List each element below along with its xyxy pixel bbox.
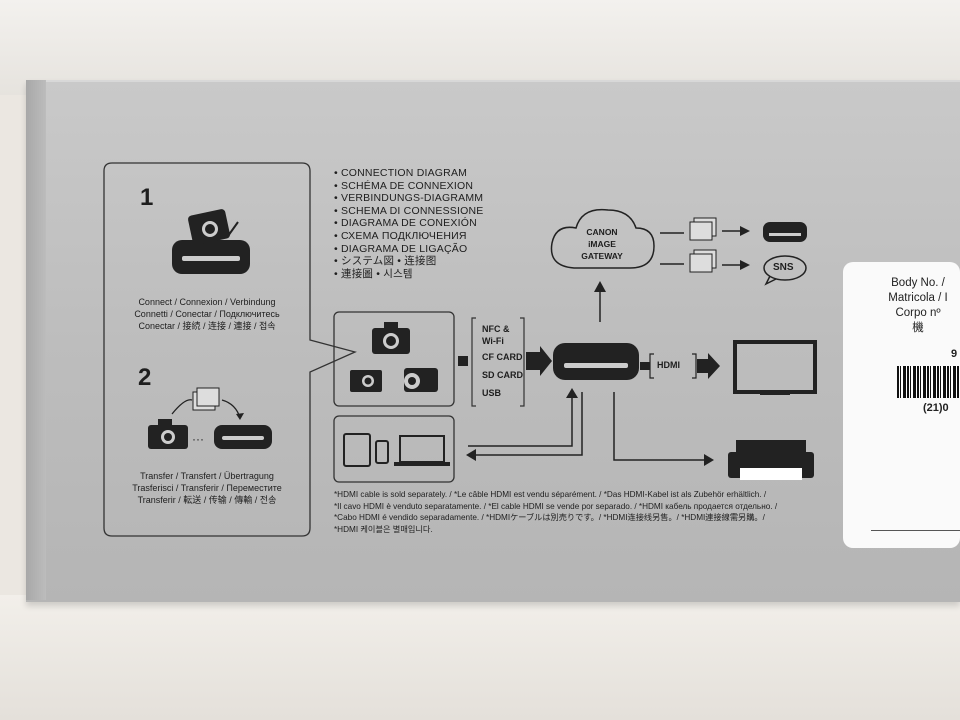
usb-label: USB <box>482 388 502 398</box>
background-wall <box>0 0 960 95</box>
step-1-number: 1 <box>140 184 154 211</box>
note-line: *Il cavo HDMI è venduto separatamente. /… <box>334 501 778 511</box>
sticker-line: 機 <box>912 322 924 334</box>
sticker-header: Body No. / Matricola / I Corpo nº 機 <box>843 276 960 336</box>
small-dock-icon <box>763 222 807 242</box>
connect-station-icon <box>553 343 639 380</box>
cf-card-label: CF CARD <box>482 352 523 362</box>
cloud-shape <box>550 208 655 269</box>
step-2-line: Trasferisci / Transferir / Переместите <box>132 483 282 493</box>
arrow-to-dock <box>526 346 552 376</box>
diagram-title: • VERBINDUNGS-DIAGRAMM <box>334 192 484 205</box>
sticker-line: Matricola / I <box>888 292 948 304</box>
sticker-line: Body No. / <box>891 277 945 289</box>
step-1-line: Connetti / Conectar / Подключитесь <box>134 309 280 319</box>
step-2-text: Transfer / Transfert / Übertragung Trasf… <box>117 470 297 506</box>
devices-box <box>333 311 455 407</box>
diagram-title: • SCHÉMA DE CONNEXION <box>334 179 474 192</box>
step-2-number: 2 <box>138 364 152 391</box>
diagram-title: • DIAGRAMA DE CONEXIÓN <box>334 217 477 230</box>
printer-icon <box>728 440 814 480</box>
step-1-line: Connect / Connexion / Verbindung <box>138 297 276 307</box>
svg-text:···: ··· <box>192 432 204 446</box>
cloud-label: CANON iMAGE GATEWAY <box>572 226 632 262</box>
step-2-line: Transfer / Transfert / Übertragung <box>140 471 274 481</box>
diagram-title: • СХЕМА ПОДКЛЮЧЕНИЯ <box>334 229 467 242</box>
sticker-barcode-digits: (21)0 <box>923 402 949 414</box>
serial-sticker: Body No. / Matricola / I Corpo nº 機 9 (2… <box>843 262 960 548</box>
sns-bubble-icon <box>763 255 807 286</box>
step-1-text: Connect / Connexion / Verbindung Connett… <box>117 296 297 332</box>
cloud-line: CANON <box>586 227 618 237</box>
sticker-line: Corpo nº <box>895 307 941 319</box>
step-1-line: Conectar / 接続 / 连接 / 連接 / 접속 <box>138 321 276 331</box>
tablet-phone-laptop-icon <box>343 433 450 467</box>
cloud-line: GATEWAY <box>581 251 623 261</box>
nfc-label: NFC & <box>482 324 510 334</box>
sd-card-label: SD CARD <box>482 370 524 380</box>
note-line: *HDMI 케이블은 별매입니다. <box>334 525 433 535</box>
sns-label: SNS <box>773 262 794 273</box>
diagram-title: • SCHEMA DI CONNESSIONE <box>334 204 484 217</box>
tv-icon <box>733 340 817 395</box>
cloud-line: iMAGE <box>588 239 616 249</box>
transfer-icon: ··· <box>148 387 272 449</box>
steps-panel <box>103 162 357 537</box>
barcode <box>897 366 960 398</box>
hdmi-label: HDMI <box>657 360 680 370</box>
step-2-line: Transferir / 転送 / 传输 / 傳輸 / 전송 <box>137 495 277 505</box>
note-line: *Cabo HDMI é vendido separadamente. / *H… <box>334 513 765 523</box>
diagram-title: • DIAGRAMA DE LIGAÇÃO <box>334 242 468 255</box>
diagram-title: • システム図 • 连接图 <box>334 255 437 268</box>
diagram-title: • 連接圖 • 시스템 <box>334 267 413 280</box>
diagram-title: • CONNECTION DIAGRAM <box>334 167 468 179</box>
photos-stack-icon <box>689 217 717 273</box>
camera-on-dock-icon <box>172 209 250 274</box>
wifi-label: Wi-Fi <box>482 336 504 346</box>
hdmi-note: *HDMI cable is sold separately. / *Le câ… <box>334 489 824 536</box>
mobile-devices-box <box>333 415 455 483</box>
sticker-rule <box>871 530 960 531</box>
diagram-title-list: • CONNECTION DIAGRAM • SCHÉMA DE CONNEXI… <box>334 167 483 280</box>
cameras-icon <box>350 322 438 392</box>
table-surface <box>0 595 960 720</box>
sticker-digit: 9 <box>951 348 958 360</box>
note-line: *HDMI cable is sold separately. / *Le câ… <box>334 490 767 499</box>
box-side-edge <box>26 80 46 600</box>
